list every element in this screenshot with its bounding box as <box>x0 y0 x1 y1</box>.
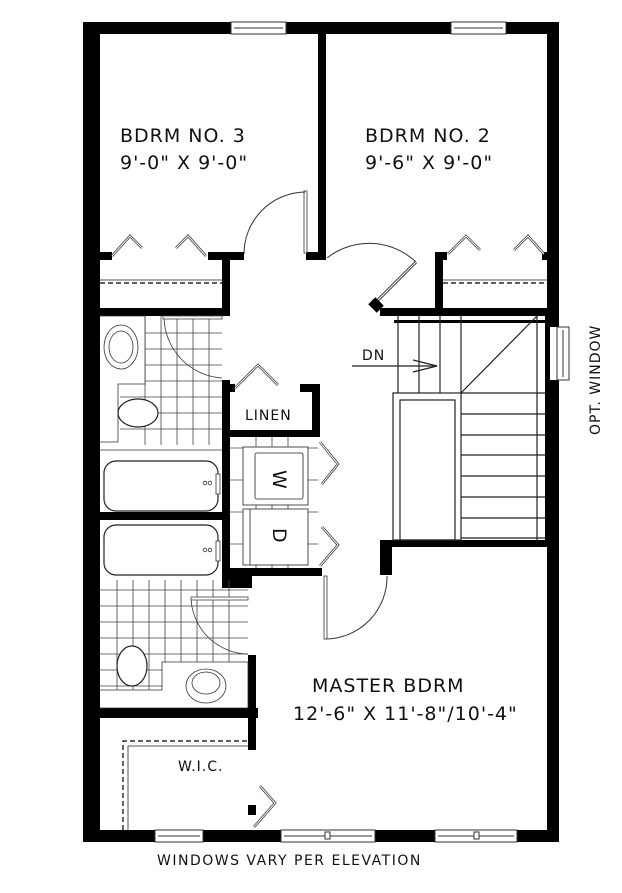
door-bdrm2 <box>326 242 418 313</box>
room-bdrm3: BDRM NO. 3 9'-0" X 9'-0" <box>100 125 308 284</box>
bdrm2-name: BDRM NO. 2 <box>365 125 491 147</box>
window-wic <box>154 829 204 843</box>
stairs-direction: DN <box>362 348 385 364</box>
dryer-label: D <box>268 528 290 544</box>
bathtub-icon <box>103 460 219 512</box>
interior-walls <box>100 22 552 815</box>
toilet-icon <box>116 645 148 687</box>
window-bdrm3 <box>230 21 287 35</box>
bdrm3-name: BDRM NO. 3 <box>120 125 246 147</box>
exterior-walls <box>83 22 559 842</box>
bathtub-icon <box>103 524 219 576</box>
toilet-icon <box>117 398 159 428</box>
stairs[interactable] <box>352 315 546 541</box>
main-bathroom <box>100 315 223 576</box>
linen-closet: LINEN <box>234 363 292 424</box>
windows <box>154 21 570 843</box>
walk-in-closet: W.I.C. <box>122 740 277 830</box>
window-bdrm2 <box>450 21 507 35</box>
sink-icon <box>185 668 227 704</box>
room-bdrm2: BDRM NO. 2 9'-6" X 9'-0" <box>326 125 547 313</box>
master-size: 12'-6" X 11'-8"/10'-4" <box>293 703 518 725</box>
wic-label: W.I.C. <box>178 759 224 775</box>
windows-note: WINDOWS VARY PER ELEVATION <box>157 853 422 869</box>
linen-label: LINEN <box>245 408 292 424</box>
door-master <box>323 575 388 640</box>
window-master-2 <box>434 829 518 843</box>
laundry-area <box>230 437 340 568</box>
washer-label: W <box>268 470 290 490</box>
window-opt-stair <box>556 326 570 381</box>
arrow-head-icon <box>412 359 438 373</box>
ensuite-bathroom <box>100 580 249 709</box>
dryer-icon <box>242 508 309 566</box>
opt-window-note: OPT. WINDOW <box>588 325 604 435</box>
door-bdrm3 <box>243 190 308 255</box>
bdrm2-size: 9'-6" X 9'-0" <box>365 152 493 174</box>
room-master: MASTER BDRM 12'-6" X 11'-8"/10'-4" <box>293 675 518 725</box>
bdrm3-size: 9'-0" X 9'-0" <box>120 152 248 174</box>
master-name: MASTER BDRM <box>312 675 465 697</box>
window-master-1 <box>280 829 376 843</box>
